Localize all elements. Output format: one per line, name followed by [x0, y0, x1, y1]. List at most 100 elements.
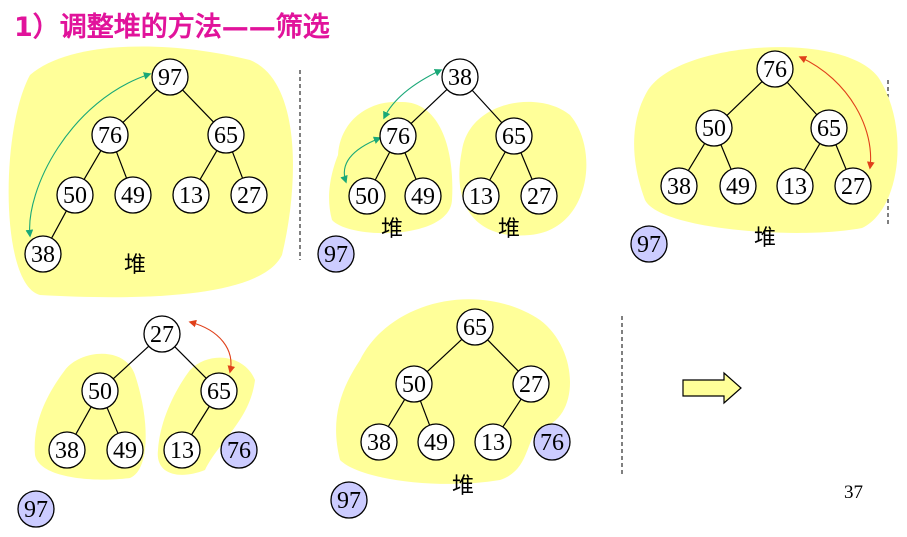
- node-value: 38: [667, 174, 691, 200]
- tree-edge: [502, 398, 522, 428]
- tree-edge: [419, 400, 431, 426]
- panel-step1: 97 76 65 50 49 13 27 38 堆: [8, 46, 293, 298]
- node-value: 38: [367, 430, 391, 456]
- heap-node: 38: [24, 235, 62, 273]
- node-value: 49: [113, 438, 137, 464]
- node-value: 65: [463, 315, 487, 341]
- node-value: 65: [214, 123, 238, 149]
- heap-node: 97: [151, 58, 189, 96]
- heap-node: 38: [660, 167, 698, 205]
- heap-node: 27: [512, 365, 550, 403]
- node-value: 76: [763, 57, 787, 83]
- page-number: 37: [844, 482, 863, 503]
- heap-node: 65: [810, 109, 848, 147]
- page-title: 1）调整堆的方法——筛选: [14, 12, 330, 43]
- heap-node: 27: [143, 315, 181, 353]
- node-value: 27: [519, 372, 543, 398]
- node-value: 38: [31, 242, 55, 268]
- heap-node: 13: [474, 423, 512, 461]
- tree-edge: [106, 407, 119, 434]
- swap-arrow: [25, 72, 152, 238]
- sorted-node: 97: [630, 225, 668, 263]
- swap-arrow: [340, 136, 382, 184]
- node-value: 97: [324, 242, 348, 268]
- node-value: 49: [411, 184, 435, 210]
- node-value: 13: [783, 174, 807, 200]
- next-step-arrow-icon: [682, 371, 742, 405]
- tree-edge: [404, 152, 417, 180]
- node-value: 97: [158, 65, 182, 91]
- heap-node: 13: [172, 176, 210, 214]
- heap-node: 49: [417, 423, 455, 461]
- tree-edge: [387, 399, 406, 427]
- node-value: 65: [502, 124, 526, 150]
- node-value: 49: [121, 183, 145, 209]
- node-value: 50: [88, 379, 112, 405]
- heap-node: 50: [695, 109, 733, 147]
- heap-node: 65: [200, 372, 238, 410]
- node-value: 97: [637, 232, 661, 258]
- node-value: 97: [337, 488, 361, 514]
- node-value: 13: [170, 438, 194, 464]
- node-value: 76: [540, 430, 564, 456]
- heap-node: 49: [404, 177, 442, 215]
- heap-node: 38: [360, 423, 398, 461]
- heap-node: 50: [56, 176, 94, 214]
- heap-node: 13: [462, 177, 500, 215]
- tree-edge: [75, 406, 92, 435]
- node-value: 76: [98, 123, 122, 149]
- heap-node: 13: [776, 167, 814, 205]
- heap-node: 65: [495, 117, 533, 155]
- node-value: 27: [527, 184, 551, 210]
- heap-node: 38: [48, 431, 86, 469]
- node-value: 49: [424, 430, 448, 456]
- heap-node: 49: [114, 176, 152, 214]
- node-value: 38: [448, 65, 472, 91]
- heap-node: 50: [395, 365, 433, 403]
- heap-node: 50: [348, 177, 386, 215]
- node-value: 13: [179, 183, 203, 209]
- heap-node: 13: [163, 431, 201, 469]
- tree-edge: [720, 144, 732, 170]
- node-value: 27: [237, 183, 261, 209]
- tree-edge: [487, 339, 519, 372]
- node-value: 27: [841, 174, 865, 200]
- tree-edge: [687, 143, 706, 171]
- node-value: 97: [24, 497, 48, 523]
- heap-node: 27: [834, 167, 872, 205]
- swap-arrow: [798, 56, 875, 170]
- tree-edge: [471, 89, 503, 124]
- node-value: 65: [207, 379, 231, 405]
- tree-edge: [231, 151, 244, 179]
- heap-label: 堆: [498, 217, 520, 242]
- sorted-node: 76: [220, 431, 258, 469]
- node-value: 49: [726, 174, 750, 200]
- tree-edge: [182, 89, 214, 123]
- panel-step4: 27 50 65 38 49 13 76 97: [17, 315, 258, 528]
- tree-edge: [199, 150, 218, 180]
- heap-label: 堆: [754, 226, 776, 251]
- heap-node: 27: [230, 176, 268, 214]
- heap-node: 65: [456, 308, 494, 346]
- heap-node: 49: [106, 431, 144, 469]
- node-value: 50: [63, 183, 87, 209]
- tree-edge: [426, 338, 463, 373]
- tree-edge: [520, 152, 533, 180]
- node-value: 13: [481, 430, 505, 456]
- node-value: 50: [702, 116, 726, 142]
- heap-node: 76: [756, 50, 794, 88]
- node-value: 50: [402, 372, 426, 398]
- heap-node: 27: [520, 177, 558, 215]
- heap-node: 49: [719, 167, 757, 205]
- heap-label: 堆: [124, 253, 146, 278]
- node-value: 76: [386, 124, 410, 150]
- tree-edge: [489, 151, 506, 181]
- node-value: 65: [817, 116, 841, 142]
- heap-node: 65: [207, 116, 245, 154]
- sorted-node: 97: [330, 481, 368, 519]
- swap-arrow: [188, 319, 236, 374]
- node-value: 50: [355, 184, 379, 210]
